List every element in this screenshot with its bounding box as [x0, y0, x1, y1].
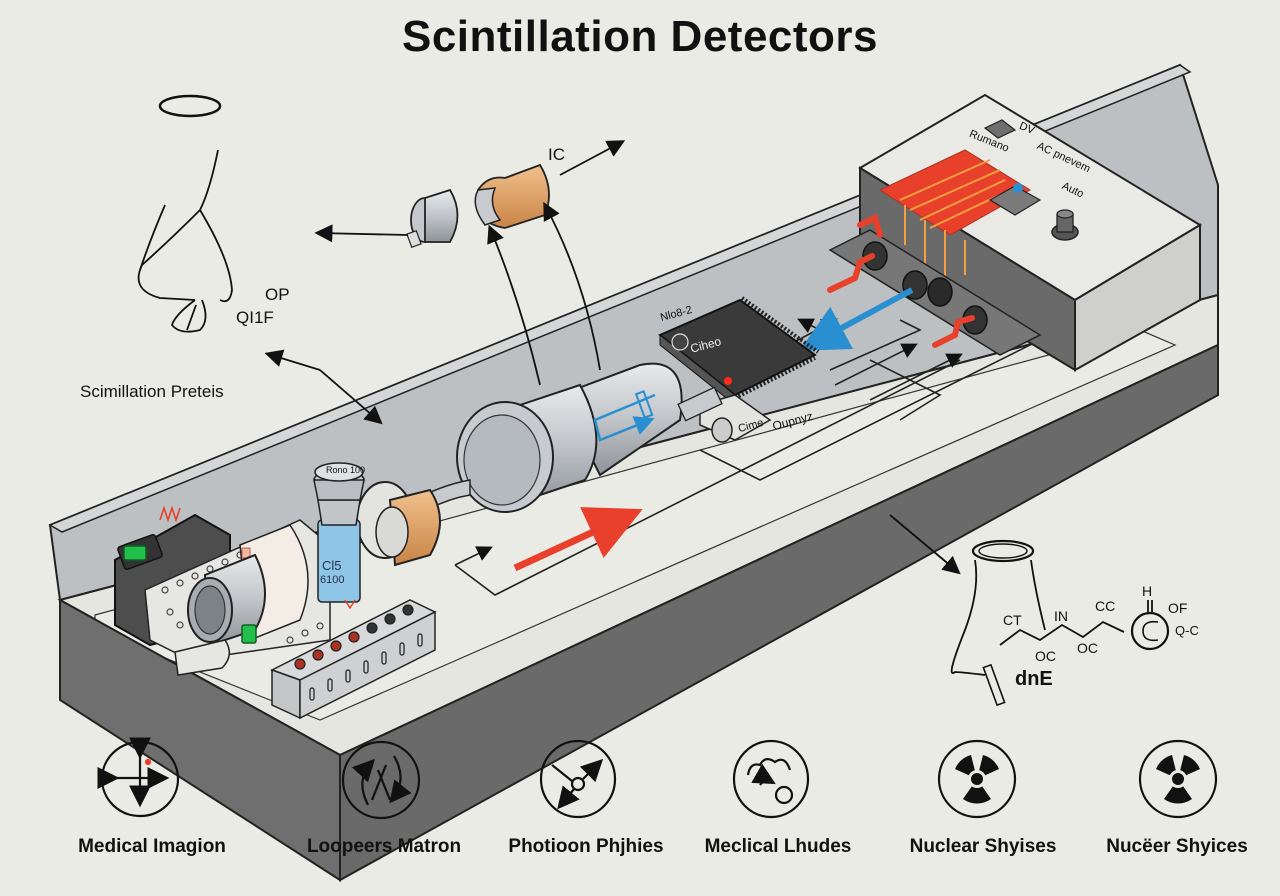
optical-coupler: [356, 481, 441, 567]
terminal-block: [270, 599, 437, 720]
flask-label: dnE: [1015, 668, 1053, 690]
electronics-box: [799, 93, 1202, 372]
application-label: Loopeers Matron: [306, 836, 462, 857]
annotation-arrows: [264, 140, 961, 575]
application-label: Nuclear Shyises: [909, 836, 1057, 857]
label-scintillation-preteis: Scimillation Preteis: [80, 382, 224, 401]
vial-label-1: Cl5: [322, 558, 342, 573]
photon-scatter-icon: [539, 739, 617, 819]
chem-label-ct: CT: [1003, 612, 1022, 628]
sample-vial: [313, 462, 365, 610]
radiation-icon: [1138, 739, 1218, 819]
flask-sketch-right: [950, 539, 1046, 707]
connector-ports: [862, 241, 988, 335]
chem-label-oc-2: OC: [1077, 640, 1098, 656]
floating-connector: [406, 163, 550, 249]
molecule-structure: [999, 600, 1170, 651]
terminal-jacks: [294, 604, 414, 670]
chem-label-oc-1: OC: [1035, 648, 1056, 664]
page-title: Scintillation Detectors: [401, 12, 879, 61]
application-icons: [97, 737, 1218, 820]
chem-label-cc: CC: [1095, 598, 1116, 614]
radiation-trefoils: [955, 755, 1200, 804]
scintillator-housing: [114, 505, 331, 676]
application-label: Nucëer Shyices: [1106, 836, 1248, 857]
green-power-switch[interactable]: [123, 545, 147, 561]
red-signal-arrow: [513, 507, 643, 572]
vial-cap-label: Rono 100: [326, 465, 366, 475]
chem-label-of: OF: [1168, 600, 1188, 616]
application-label: Meclical Lhudes: [704, 836, 852, 857]
flask-sketch-left: [137, 94, 233, 333]
cycle-arrows-icon: [341, 740, 421, 820]
radiation-icon: [937, 739, 1017, 819]
application-label: Photioon Phjhies: [508, 836, 664, 857]
chem-label-qc: Q-C: [1175, 623, 1199, 638]
label-ic: IC: [548, 145, 565, 164]
vial-label-2: 6100: [320, 574, 345, 586]
circuit-board: [878, 149, 1031, 236]
molecule-cycle-icon: [732, 739, 810, 819]
application-label: Medical Imagion: [78, 836, 226, 857]
green-indicator: [241, 624, 257, 644]
label-qhf: QI1F: [236, 308, 274, 327]
display-screen: [983, 119, 1017, 139]
crosshair-arrows-icon: [97, 737, 180, 818]
label-op: OP: [265, 285, 290, 304]
blue-signal-arrow: [799, 287, 914, 351]
chem-label-h: H: [1142, 583, 1153, 599]
photomultiplier-tube: [404, 362, 723, 572]
chem-label-in: IN: [1054, 608, 1068, 624]
